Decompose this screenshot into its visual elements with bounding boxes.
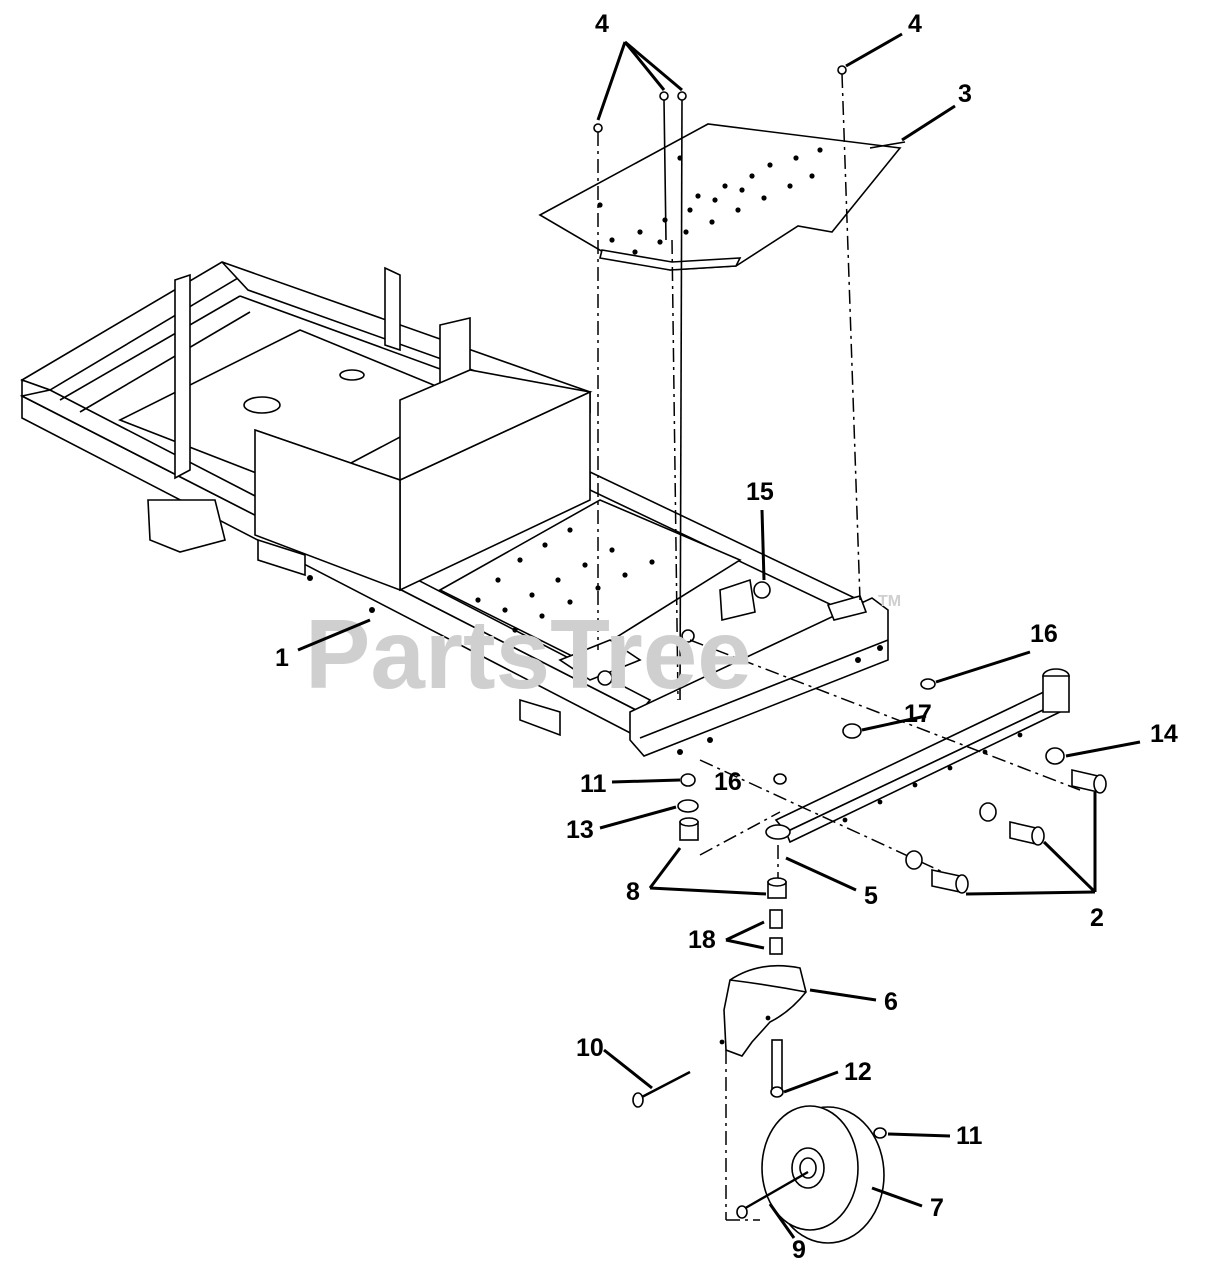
front-axle	[765, 668, 1070, 844]
callout-18: 18	[688, 926, 716, 954]
callout-17: 17	[904, 700, 932, 728]
callout-labels: 4 4 3 15 1 16 17 14 11 16 13 8 5 2 18 6 …	[275, 10, 1178, 1264]
watermark: PartsTree TM	[305, 593, 901, 709]
callout-16-upper: 16	[1030, 620, 1058, 648]
callout-9: 9	[792, 1236, 806, 1264]
callout-13: 13	[566, 816, 594, 844]
callout-6: 6	[884, 988, 898, 1016]
callout-8: 8	[626, 878, 640, 906]
leader-lines	[297, 32, 1141, 1239]
caster-wheel	[736, 1105, 887, 1244]
callout-4-left: 4	[595, 10, 609, 38]
watermark-tm: TM	[878, 593, 901, 610]
callout-15: 15	[746, 478, 774, 506]
watermark-text: PartsTree	[305, 599, 752, 709]
main-frame	[19, 261, 889, 757]
callout-11-upper: 11	[580, 770, 607, 798]
callout-10: 10	[576, 1034, 604, 1062]
callout-11-lower: 11	[956, 1122, 983, 1150]
bolt-4-group	[593, 65, 861, 701]
callout-14: 14	[1150, 720, 1178, 748]
callout-12: 12	[844, 1058, 872, 1086]
callout-4-right: 4	[908, 10, 922, 38]
callout-5: 5	[864, 882, 878, 910]
callout-2: 2	[1090, 904, 1104, 932]
caster-fork	[632, 964, 807, 1108]
callout-16-lower: 16	[714, 768, 742, 796]
callout-3: 3	[958, 80, 972, 108]
callout-1: 1	[275, 644, 289, 672]
floor-pan	[538, 123, 906, 271]
hardware	[677, 678, 1107, 955]
callout-7: 7	[930, 1194, 944, 1222]
